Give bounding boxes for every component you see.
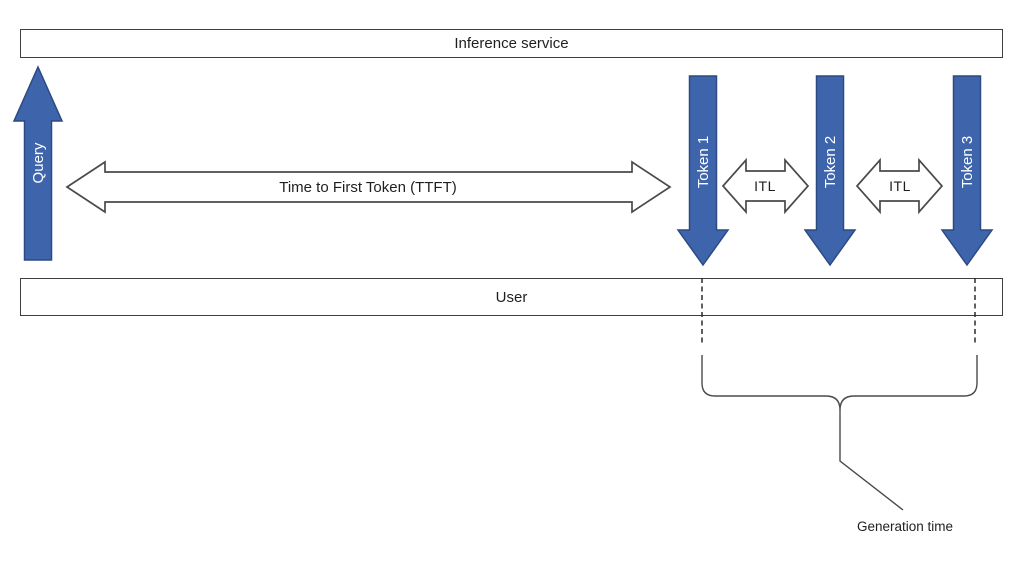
inference-service-label: Inference service [454,35,569,52]
token-2-arrow-label: Token 2 [821,135,839,189]
itl-arrow-1-icon [721,157,810,215]
token-3-arrow-icon [940,75,994,267]
generation-time-brace [701,355,978,411]
itl-arrow-1-label: ITL [754,178,776,194]
inference-service-box: Inference service [20,29,1003,58]
query-arrow-icon [12,65,64,261]
token-1-arrow-label: Token 1 [694,135,712,189]
itl-arrow-2-label: ITL [889,178,911,194]
query-arrow-label: Query [29,142,47,184]
token-2-arrow-icon [803,75,857,267]
ttft-arrow-icon [65,160,672,214]
token-1-arrow-icon [676,75,730,267]
generation-time-pointer [839,410,904,511]
token-3-arrow-label: Token 3 [958,135,976,189]
generation-time-label: Generation time [856,518,954,534]
itl-arrow-2-icon [855,157,944,215]
user-box: User [20,278,1003,316]
user-label: User [495,288,528,306]
ttft-arrow-label: Time to First Token (TTFT) [279,178,457,196]
